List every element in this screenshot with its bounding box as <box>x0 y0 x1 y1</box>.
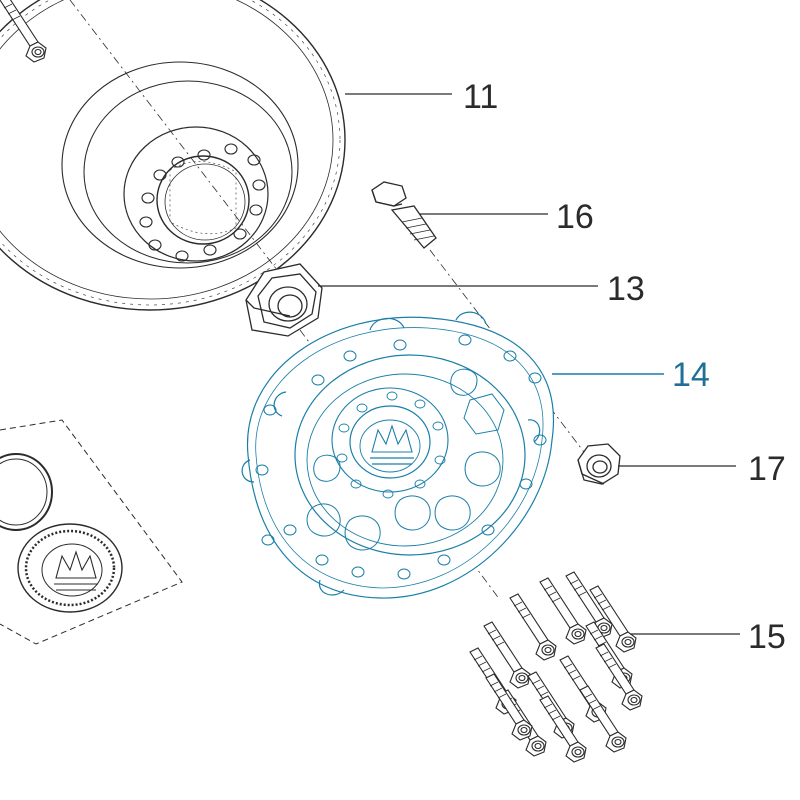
callout-13: 13 <box>607 270 645 308</box>
callout-17: 17 <box>748 450 786 488</box>
wheel-hub-part-14 <box>241 311 554 599</box>
brake-disc-part-11 <box>0 0 346 311</box>
nut-part-17 <box>577 443 621 485</box>
callout-14: 14 <box>672 356 710 394</box>
hub-cap-detail-inset <box>0 419 183 645</box>
callout-16: 16 <box>556 198 594 236</box>
hub-nut-part-13 <box>245 263 323 337</box>
stud-set-part-15 <box>0 0 643 763</box>
callout-15: 15 <box>748 618 786 656</box>
wheel-stud-part-16 <box>371 181 437 249</box>
callout-11: 11 <box>463 78 498 116</box>
leader-lines <box>318 93 740 635</box>
